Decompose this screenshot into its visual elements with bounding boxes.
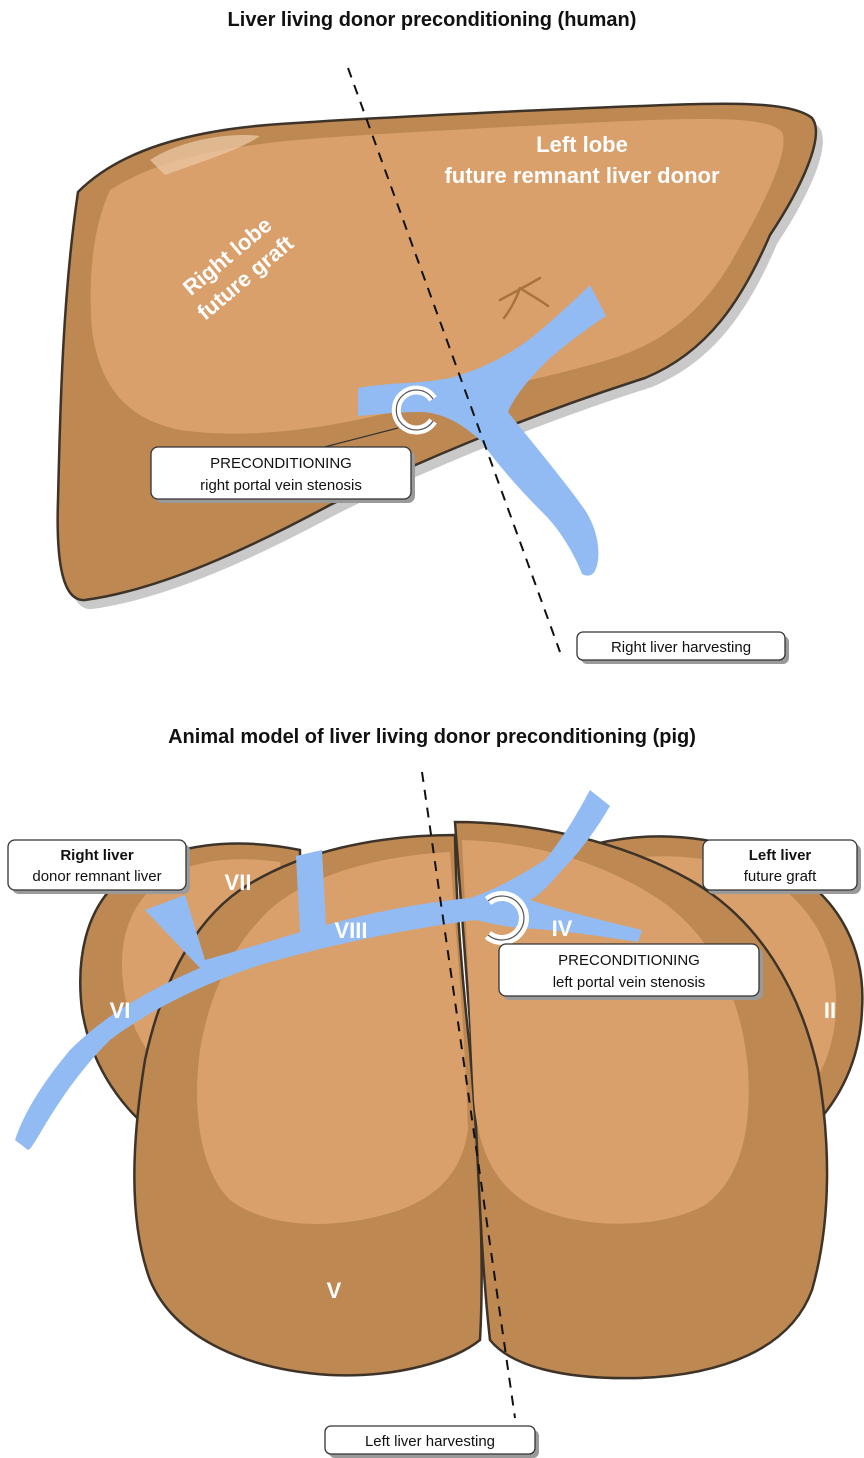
segment-v-label: V bbox=[327, 1278, 342, 1303]
top-title: Liver living donor preconditioning (huma… bbox=[228, 9, 637, 31]
segment-vi-label: VI bbox=[110, 998, 131, 1023]
bottom-title: Animal model of liver living donor preco… bbox=[168, 726, 696, 748]
human-preconditioning-title: PRECONDITIONING bbox=[210, 455, 352, 472]
right-harvest-callout: Right liver harvesting bbox=[577, 632, 789, 664]
left-liver-title: Left liver bbox=[749, 847, 812, 864]
pig-preconditioning-detail: left portal vein stenosis bbox=[553, 974, 706, 991]
segment-viii-label: VIII bbox=[334, 918, 367, 943]
left-liver-callout: Left liver future graft bbox=[703, 840, 861, 894]
segment-iv-label: IV bbox=[552, 916, 573, 941]
segment-ii-label: II bbox=[824, 998, 836, 1023]
right-liver-detail: donor remnant liver bbox=[32, 868, 161, 885]
pig-preconditioning-title: PRECONDITIONING bbox=[558, 952, 700, 969]
left-harvest-label: Left liver harvesting bbox=[365, 1433, 495, 1450]
human-preconditioning-callout: PRECONDITIONING right portal vein stenos… bbox=[151, 447, 415, 503]
left-liver-detail: future graft bbox=[744, 868, 817, 885]
segment-vii-label: VII bbox=[225, 870, 252, 895]
human-preconditioning-detail: right portal vein stenosis bbox=[200, 477, 362, 494]
right-harvest-label: Right liver harvesting bbox=[611, 639, 751, 656]
left-harvest-callout: Left liver harvesting bbox=[325, 1426, 539, 1458]
right-liver-callout: Right liver donor remnant liver bbox=[8, 840, 190, 894]
pig-preconditioning-callout: PRECONDITIONING left portal vein stenosi… bbox=[499, 944, 763, 1000]
left-lobe-label: Left lobe bbox=[536, 132, 628, 157]
left-lobe-sublabel: future remnant liver donor bbox=[444, 163, 719, 188]
right-liver-title: Right liver bbox=[60, 847, 134, 864]
